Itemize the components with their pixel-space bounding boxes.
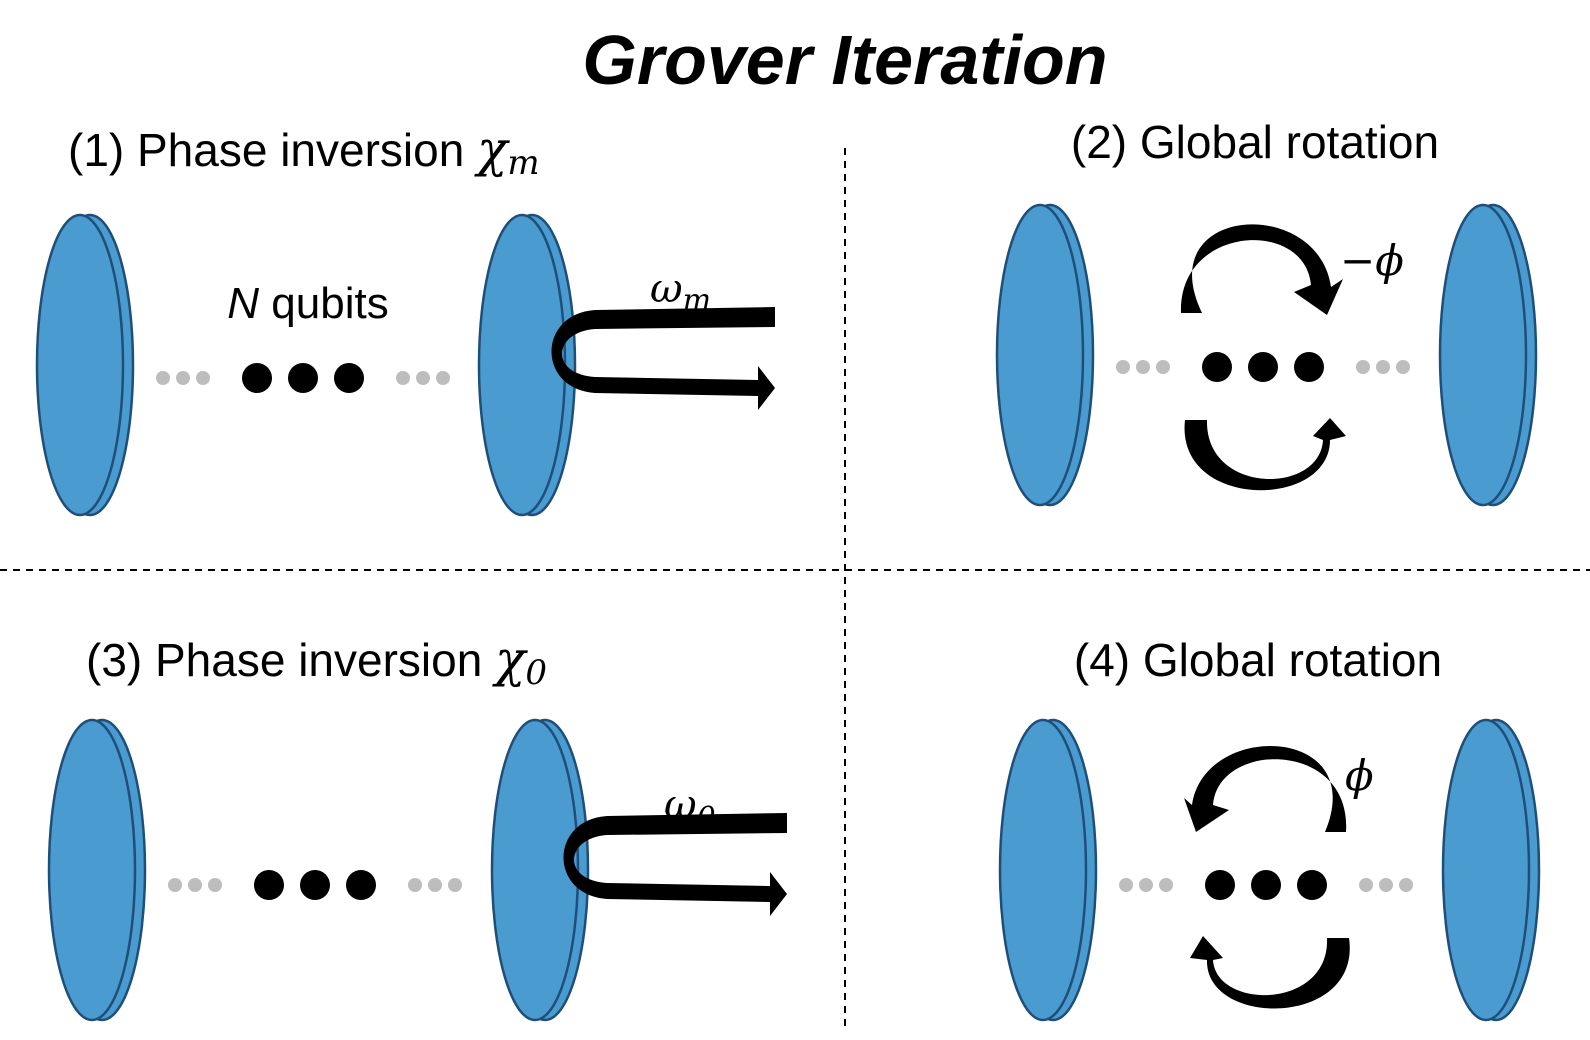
curved-drive-arrow-icon xyxy=(563,813,787,916)
right-trap-disk xyxy=(1438,203,1538,507)
left-trap-disk xyxy=(998,718,1098,1022)
curved-drive-arrow-icon xyxy=(551,307,775,410)
left-trap-disk xyxy=(47,718,147,1022)
panel-2: (2) Global rotation −ϕ xyxy=(995,116,1538,507)
qubit-chain xyxy=(168,870,462,900)
panel-3-label: (3) Phase inversion χ0 xyxy=(86,630,547,693)
qubit-chain xyxy=(1119,870,1413,900)
drive-frequency-label: ωm xyxy=(650,266,711,318)
diagram-title: Grover Iteration xyxy=(582,21,1107,99)
panel-1-label: (1) Phase inversion χm xyxy=(68,120,540,183)
right-trap-disk xyxy=(1441,718,1541,1022)
rotation-angle-label: −ϕ xyxy=(1340,236,1404,285)
qubit-chain xyxy=(1116,352,1410,382)
rotation-angle-label: ϕ xyxy=(1345,751,1374,800)
left-trap-disk xyxy=(35,213,135,517)
qubit-chain xyxy=(156,363,450,393)
counterclockwise-rotation-icon xyxy=(1184,745,1350,1009)
panel-1: (1) Phase inversion χm N qubits ωm xyxy=(35,120,775,517)
panel-2-label: (2) Global rotation xyxy=(1071,116,1439,168)
drive-frequency-label: ω0 xyxy=(664,782,716,836)
clockwise-rotation-icon xyxy=(1180,224,1346,491)
panel-4-label: (4) Global rotation xyxy=(1074,634,1442,686)
panel-3: (3) Phase inversion χ0 ω0 xyxy=(47,630,787,1022)
left-trap-disk xyxy=(995,203,1095,507)
qubits-label: N qubits xyxy=(227,279,388,328)
panel-4: (4) Global rotation ϕ xyxy=(998,634,1541,1022)
